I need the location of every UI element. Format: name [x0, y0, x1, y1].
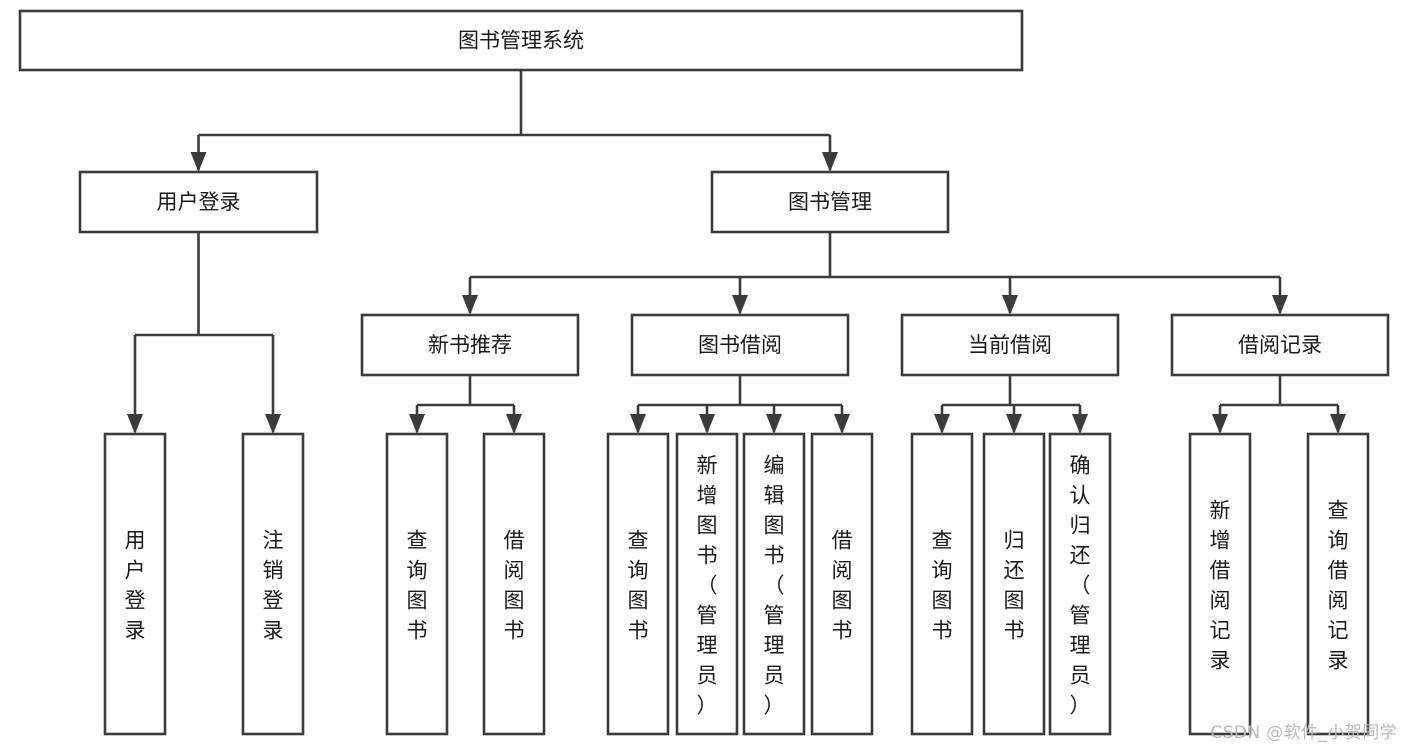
- node-box: [103, 432, 167, 736]
- node-box: [742, 432, 806, 736]
- node-label: 查询图书: [407, 528, 428, 642]
- node-label: 当前借阅: [968, 333, 1052, 357]
- node-leaf-cb-confirm[interactable]: 确认归还（管理员）: [1048, 432, 1112, 736]
- node-box: [78, 170, 319, 234]
- node-box: [1170, 313, 1390, 377]
- node-label: 图书借阅: [698, 333, 782, 357]
- node-label: 图书管理: [788, 190, 872, 214]
- node-current-borrow[interactable]: 当前借阅: [900, 313, 1120, 377]
- node-label: 新增借阅记录: [1210, 498, 1231, 672]
- node-box: [241, 432, 305, 736]
- node-box: [982, 432, 1046, 736]
- node-box: [900, 313, 1120, 377]
- node-leaf-bb-edit[interactable]: 编辑图书（管理员）: [742, 432, 806, 736]
- node-leaf-rec-borrow[interactable]: 借阅图书: [482, 432, 546, 736]
- node-leaf-user-logout[interactable]: 注销登录: [241, 432, 305, 736]
- node-label: 图书管理系统: [458, 29, 584, 53]
- node-box: [360, 313, 580, 377]
- node-box: [1048, 432, 1112, 736]
- node-new-book-rec[interactable]: 新书推荐: [360, 313, 580, 377]
- node-borrow-record[interactable]: 借阅记录: [1170, 313, 1390, 377]
- node-label: 注销登录: [263, 528, 284, 642]
- node-leaf-br-query[interactable]: 查询借阅记录: [1306, 432, 1370, 736]
- node-label: 用户登录: [125, 528, 146, 642]
- node-book-borrow[interactable]: 图书借阅: [630, 313, 850, 377]
- node-box: [910, 432, 974, 736]
- node-leaf-bb-add[interactable]: 新增图书（管理员）: [675, 432, 739, 736]
- node-label: 借阅记录: [1238, 333, 1322, 357]
- node-leaf-bb-borrow[interactable]: 借阅图书: [810, 432, 874, 736]
- node-box: [630, 313, 850, 377]
- node-leaf-rec-query[interactable]: 查询图书: [385, 432, 449, 736]
- node-leaf-br-add[interactable]: 新增借阅记录: [1188, 432, 1252, 736]
- node-label: 确认归还（管理员）: [1070, 453, 1091, 717]
- node-label: 归还图书: [1004, 528, 1025, 642]
- node-box: [675, 432, 739, 736]
- node-box: [385, 432, 449, 736]
- node-label: 新增图书（管理员）: [697, 453, 718, 717]
- node-label: 借阅图书: [832, 528, 853, 642]
- node-label: 查询图书: [628, 528, 649, 642]
- node-leaf-user-login[interactable]: 用户登录: [103, 432, 167, 736]
- node-root[interactable]: 图书管理系统: [18, 9, 1024, 72]
- node-label: 借阅图书: [504, 528, 525, 642]
- node-label: 查询图书: [932, 528, 953, 642]
- node-user-login[interactable]: 用户登录: [78, 170, 319, 234]
- node-label: 用户登录: [157, 190, 241, 214]
- connector-layer: [127, 70, 1346, 434]
- node-label: 查询借阅记录: [1328, 498, 1349, 672]
- node-box: [1306, 432, 1370, 736]
- node-box: [18, 9, 1024, 72]
- node-leaf-cb-return[interactable]: 归还图书: [982, 432, 1046, 736]
- node-box: [710, 170, 950, 234]
- node-box: [482, 432, 546, 736]
- node-leaf-bb-query[interactable]: 查询图书: [606, 432, 670, 736]
- node-label: 编辑图书（管理员）: [764, 453, 785, 717]
- node-box: [1188, 432, 1252, 736]
- node-layer: 图书管理系统用户登录图书管理新书推荐图书借阅当前借阅借阅记录用户登录注销登录查询…: [18, 9, 1390, 736]
- node-box: [810, 432, 874, 736]
- node-book-mgmt[interactable]: 图书管理: [710, 170, 950, 234]
- node-label: 新书推荐: [428, 333, 512, 357]
- node-leaf-cb-query[interactable]: 查询图书: [910, 432, 974, 736]
- node-box: [606, 432, 670, 736]
